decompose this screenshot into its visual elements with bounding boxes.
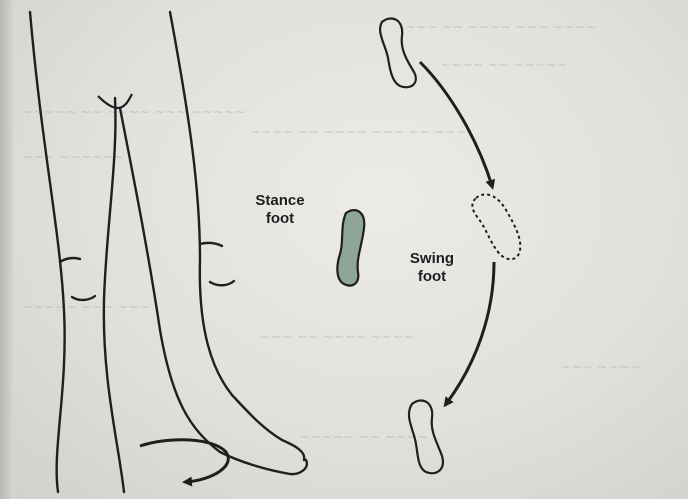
- stance-label-line2: foot: [240, 210, 320, 228]
- right-leg: [120, 12, 307, 474]
- swing-footprint-mid: [472, 194, 520, 259]
- stance-footprint: [337, 210, 364, 285]
- swing-footprint-end: [409, 400, 443, 473]
- swing-arrow-upper: [420, 62, 492, 186]
- swing-foot-label: Swing foot: [392, 250, 472, 286]
- rotation-arrow: [140, 440, 228, 482]
- swing-label-line1: Swing: [392, 250, 472, 268]
- swing-label-line2: foot: [392, 268, 472, 286]
- stance-foot-label: Stance foot: [240, 192, 320, 228]
- stance-label-line1: Stance: [240, 192, 320, 210]
- left-leg: [30, 12, 124, 492]
- swing-footprint-start: [380, 18, 416, 87]
